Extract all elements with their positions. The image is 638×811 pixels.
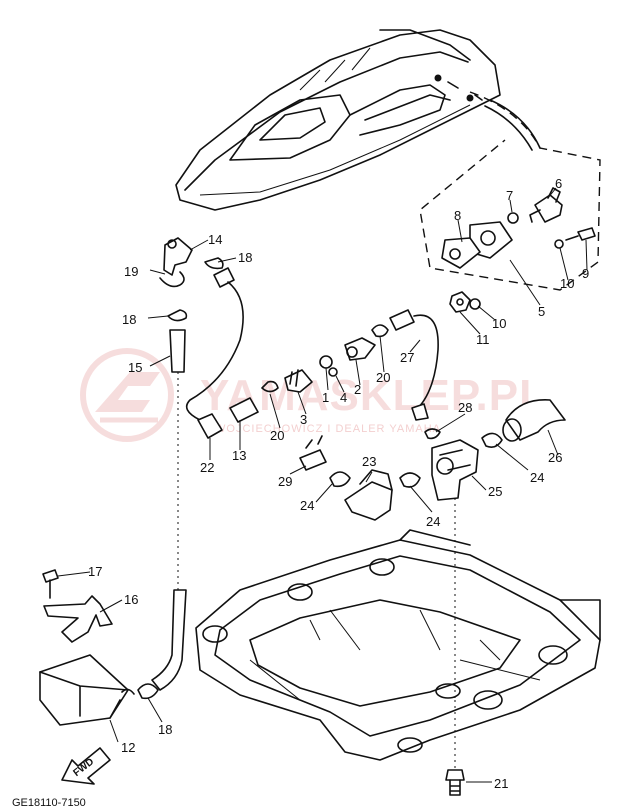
label-1: 1 (322, 390, 329, 405)
part-15-hose (169, 329, 186, 373)
label-15: 15 (128, 360, 142, 375)
part-19-clip (159, 271, 185, 288)
part-2-fitting (344, 337, 376, 361)
label-24-a: 24 (530, 470, 544, 485)
label-21: 21 (494, 776, 508, 791)
deck-frame (195, 529, 601, 761)
part-14-elbow-fitting (163, 237, 193, 276)
label-6: 6 (555, 176, 562, 191)
part-28-clamp (424, 428, 441, 440)
label-29: 29 (278, 474, 292, 489)
tank-nozzle (121, 688, 135, 695)
label-19: 19 (124, 264, 138, 279)
label-8: 8 (454, 208, 461, 223)
label-4: 4 (340, 390, 347, 405)
part-3-fitting (284, 369, 313, 393)
part-20-clamp-a (261, 380, 279, 393)
label-3: 3 (300, 412, 307, 427)
label-5: 5 (538, 304, 545, 319)
label-10-a: 10 (560, 276, 574, 291)
label-20-a: 20 (270, 428, 284, 443)
label-18-c: 18 (158, 722, 172, 737)
label-22: 22 (200, 460, 214, 475)
part-6-drain-plug (529, 187, 563, 223)
hull (175, 29, 501, 211)
part-gasket (441, 237, 481, 269)
part-23-elbow (344, 469, 393, 521)
part-13-hose (229, 397, 259, 423)
part-24-clamp-c (329, 471, 351, 488)
label-24-c: 24 (300, 498, 314, 513)
part-21-bolt (445, 769, 465, 796)
part-10-washer-upper (554, 239, 564, 249)
watermark-logo-icon (80, 348, 174, 442)
part-numbers: 14 18 19 18 15 17 16 12 18 22 13 20 3 1 … (88, 176, 589, 791)
part-29-bracket (299, 435, 327, 471)
label-16: 16 (124, 592, 138, 607)
part-27-hose-end (389, 309, 415, 331)
label-26: 26 (548, 450, 562, 465)
part-24-clamp-a (481, 432, 503, 448)
fwd-arrow-icon: FWD (61, 747, 111, 785)
label-18-b: 18 (122, 312, 136, 327)
part-18-clamp-c (137, 683, 159, 700)
label-12: 12 (121, 740, 135, 755)
part-18-clamp-b (167, 309, 188, 322)
part-16-bracket (43, 595, 113, 643)
vent-line (185, 281, 244, 421)
part-18-clamp-a (204, 257, 224, 270)
assembly-outline (419, 91, 601, 291)
part-1-washer (319, 355, 333, 369)
watermark-subtitle: WOJCIECHOWICZ I DEALER YAMAHA (215, 423, 441, 435)
label-27: 27 (400, 350, 414, 365)
label-25: 25 (488, 484, 502, 499)
label-13: 13 (232, 448, 246, 463)
part-7-o-ring (507, 212, 519, 224)
label-20-b: 20 (376, 370, 390, 385)
part-25-valve (431, 439, 479, 501)
label-7: 7 (506, 188, 513, 203)
lower-hose (151, 589, 187, 691)
part-27-hose (413, 314, 439, 409)
label-18-a: 18 (238, 250, 252, 265)
label-14: 14 (208, 232, 222, 247)
label-17: 17 (88, 564, 102, 579)
part-11-nut (449, 291, 471, 313)
part-10-washer-lower (469, 298, 481, 310)
part-12-tank (39, 654, 129, 726)
part-24-clamp-b (399, 472, 421, 488)
label-11: 11 (476, 332, 490, 347)
label-24-b: 24 (426, 514, 440, 529)
part-26-elbow-hose (502, 399, 566, 442)
part-17-screw (42, 569, 59, 599)
label-23: 23 (362, 454, 376, 469)
label-9: 9 (582, 266, 589, 281)
leader-lines (57, 187, 588, 783)
label-28: 28 (458, 400, 472, 415)
part-9-bolt (565, 227, 596, 241)
label-10-b: 10 (492, 316, 506, 331)
part-4-washer (328, 367, 338, 377)
diagram-code: GE18110-7150 (12, 797, 86, 809)
part-22-joint (197, 413, 223, 439)
part-20-clamp-b (371, 324, 389, 338)
label-2: 2 (354, 382, 361, 397)
